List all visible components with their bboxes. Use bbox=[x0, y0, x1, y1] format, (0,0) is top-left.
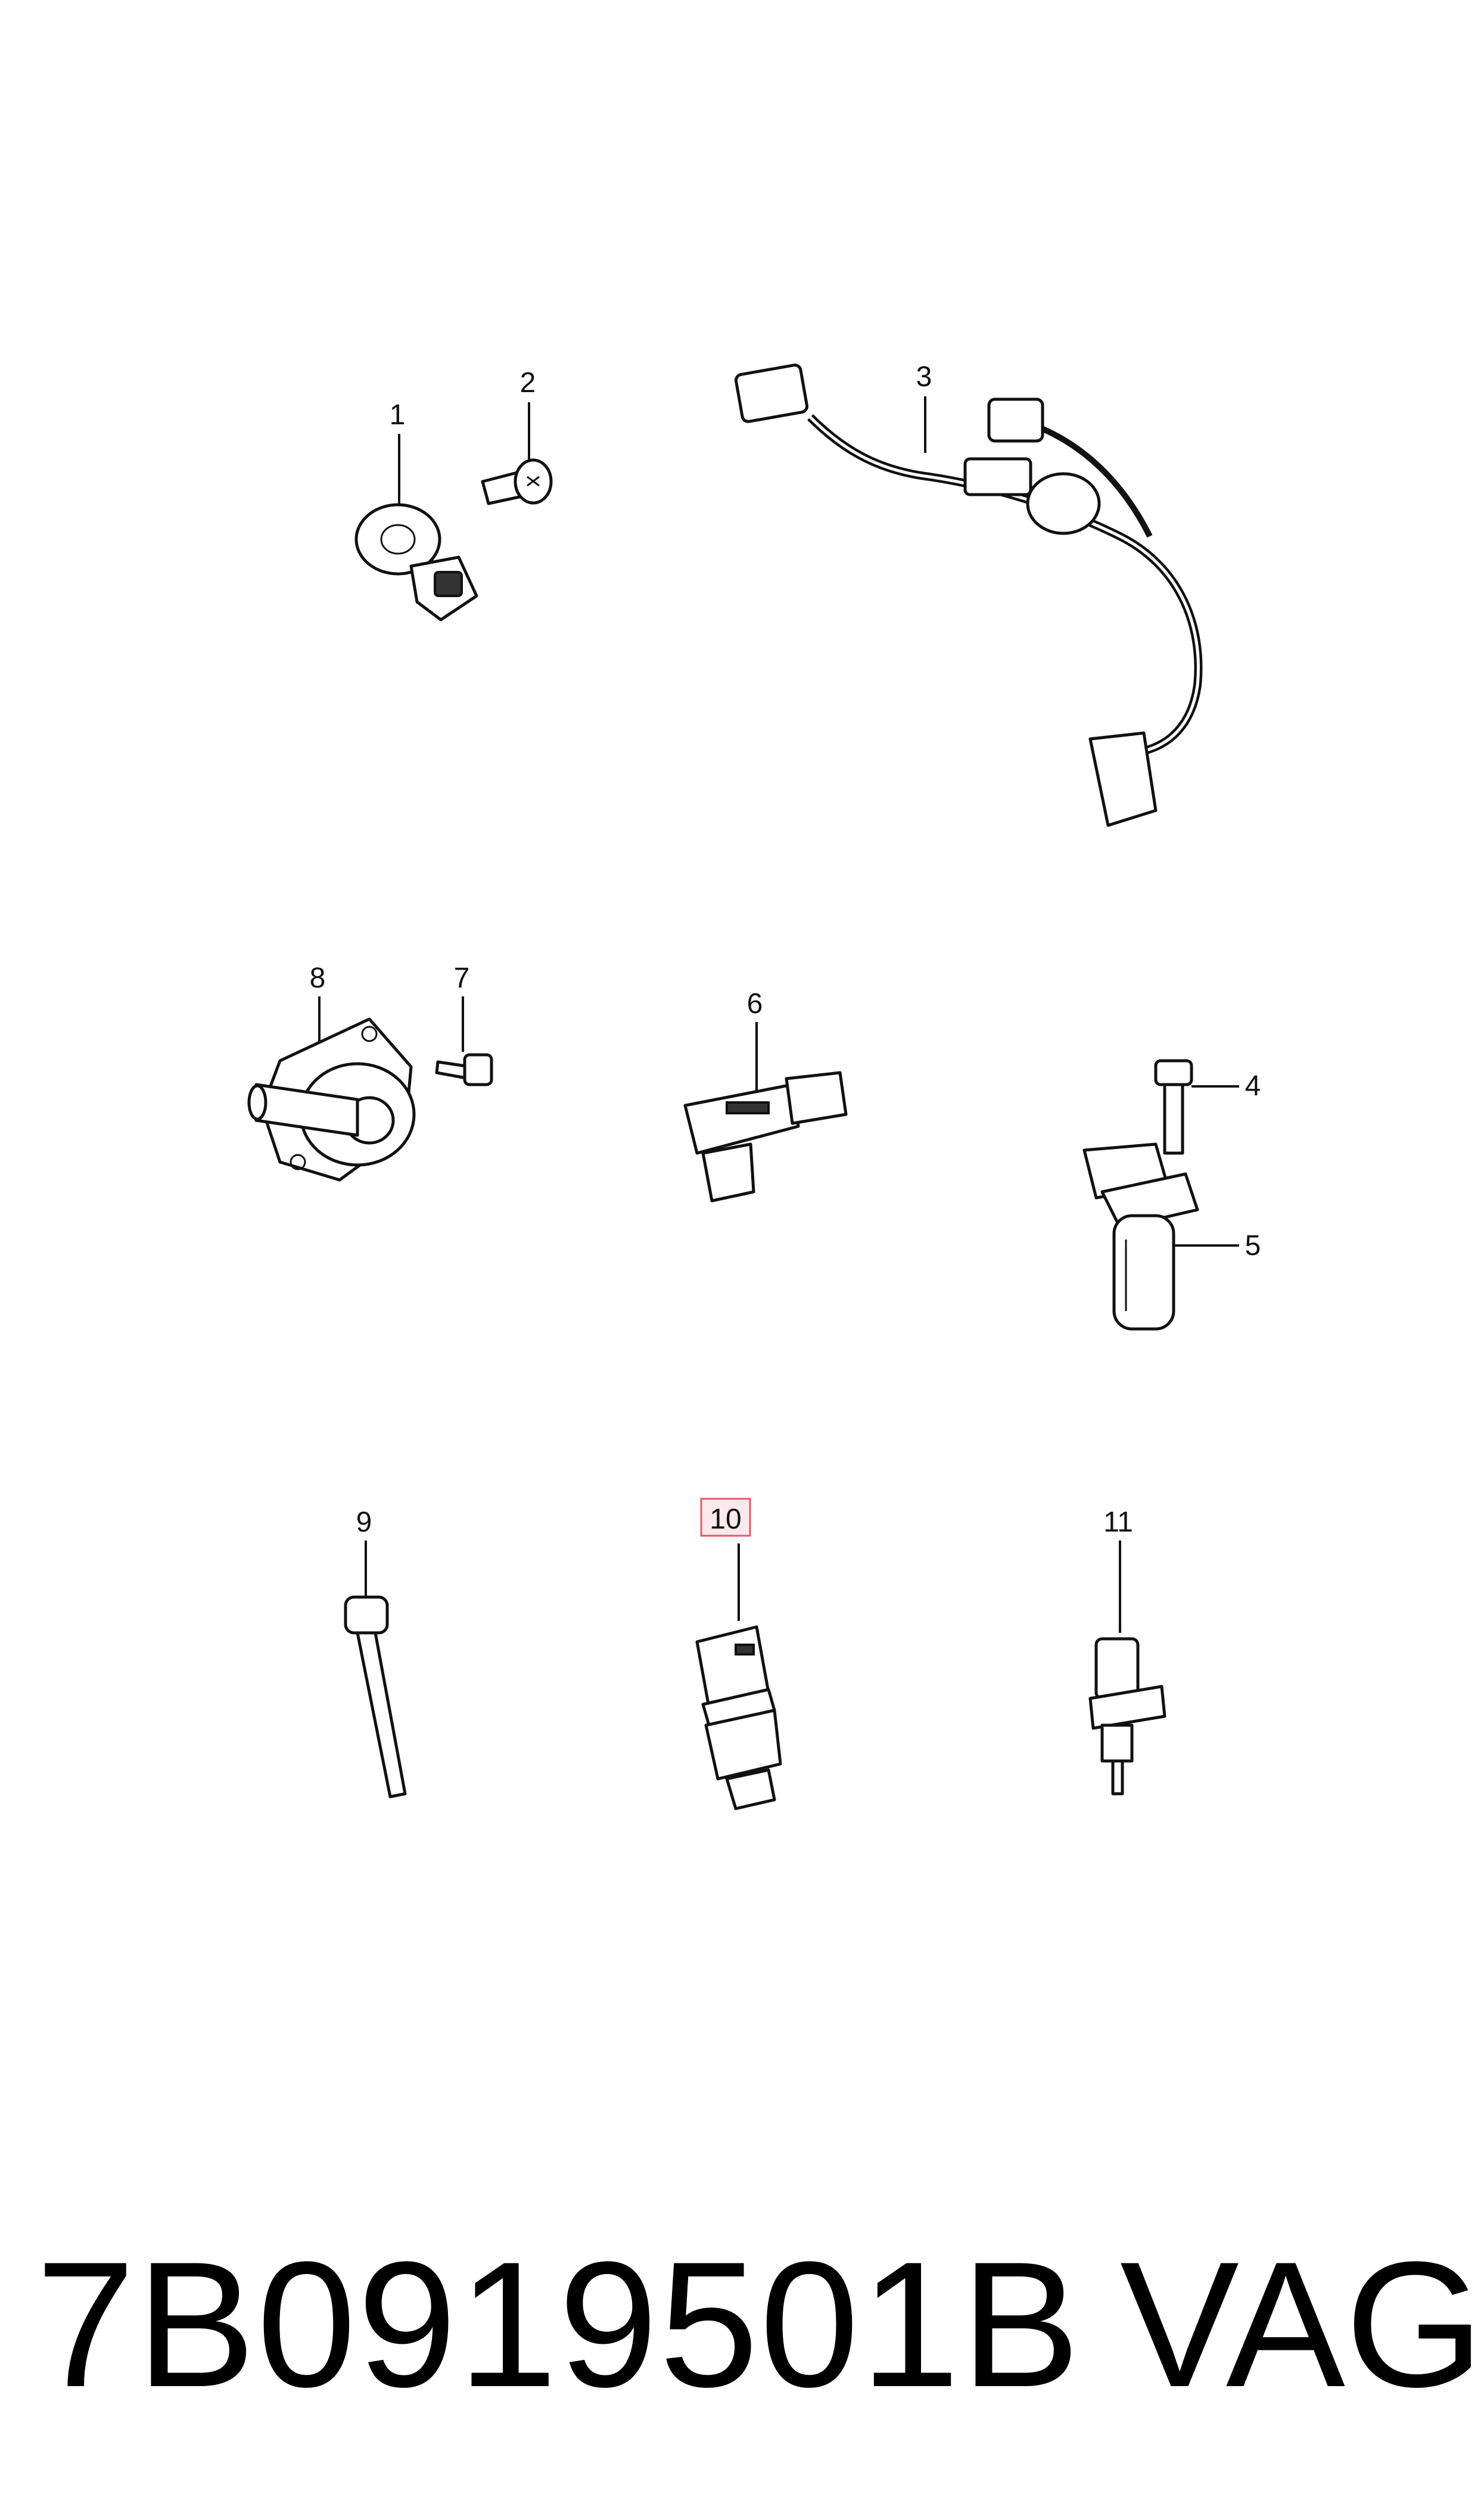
brand-label: VAG bbox=[1120, 2224, 1484, 2424]
callout-5: 5 bbox=[1245, 1230, 1261, 1262]
bolt-shank bbox=[1163, 1083, 1184, 1155]
callout-7: 7 bbox=[454, 962, 470, 994]
part-number-label: 7B0919501B bbox=[36, 2224, 1081, 2424]
switch-body bbox=[704, 1709, 782, 1781]
cover-bolt-hole-2 bbox=[290, 1154, 306, 1170]
switch-latch bbox=[735, 1644, 755, 1655]
callout-10[interactable]: 10 bbox=[710, 1504, 741, 1535]
cover-bolt-hole-1 bbox=[361, 1026, 378, 1042]
callout-4: 4 bbox=[1245, 1070, 1261, 1102]
part-4-bolt[interactable]: 4 bbox=[1154, 1059, 1261, 1155]
bolt-head bbox=[1154, 1059, 1193, 1086]
part-5-speed-sensor[interactable]: 5 bbox=[1082, 1142, 1261, 1331]
probe-head bbox=[344, 1595, 389, 1635]
highlight-box bbox=[700, 1498, 751, 1537]
part-2-screw[interactable]: 2 bbox=[481, 367, 553, 505]
part-3-wiring-harness[interactable]: 3 bbox=[734, 361, 1203, 827]
part-7-bolt[interactable]: 7 bbox=[435, 962, 493, 1086]
callout-11: 11 bbox=[1103, 1507, 1133, 1538]
callout-3: 3 bbox=[916, 361, 932, 393]
sensor-body bbox=[354, 503, 441, 576]
cover-arm-end bbox=[247, 1084, 267, 1121]
switch-thread bbox=[725, 1768, 776, 1810]
callout-2: 2 bbox=[520, 367, 536, 399]
probe-rod bbox=[356, 1631, 407, 1799]
harness-connector-b bbox=[987, 397, 1044, 443]
harness-grommet bbox=[1026, 472, 1101, 535]
part-9-probe[interactable]: 9 bbox=[344, 1507, 407, 1799]
part-10-pressure-switch[interactable]: 10 bbox=[695, 1498, 782, 1810]
callout-6: 6 bbox=[747, 988, 763, 1020]
harness-connector-a bbox=[734, 364, 809, 423]
harness-connector-c bbox=[963, 457, 1032, 496]
sensor-body bbox=[1100, 1723, 1134, 1763]
sensor-tip bbox=[1111, 1759, 1124, 1796]
sensor-bore bbox=[380, 524, 416, 555]
callout-9: 9 bbox=[356, 1507, 372, 1538]
sensor-nozzle bbox=[701, 1142, 755, 1203]
sensor-connector bbox=[785, 1071, 848, 1125]
sensor-connector bbox=[1094, 1637, 1140, 1700]
harness-cable-highlight bbox=[809, 416, 1200, 753]
sensor-barrel bbox=[1112, 1214, 1175, 1331]
connector-plug bbox=[434, 571, 463, 597]
sensor-label bbox=[726, 1101, 770, 1114]
sensor-flange bbox=[1100, 1172, 1199, 1229]
callout-1: 1 bbox=[390, 399, 406, 431]
harness-connector-d bbox=[1088, 731, 1158, 827]
callout-8: 8 bbox=[310, 962, 326, 994]
part-11-temperature-sensor[interactable]: 11 bbox=[1088, 1507, 1166, 1796]
part-8-camshaft-sensor-cover[interactable]: 8 bbox=[247, 962, 416, 1182]
torx-icon bbox=[527, 476, 540, 487]
sensor-housing bbox=[683, 1083, 800, 1155]
part-6-pressure-sensor[interactable]: 6 bbox=[683, 988, 848, 1203]
bolt-head bbox=[463, 1053, 493, 1086]
sensor-clip bbox=[1088, 1685, 1166, 1730]
part-1-knock-sensor[interactable]: 1 bbox=[354, 399, 478, 622]
